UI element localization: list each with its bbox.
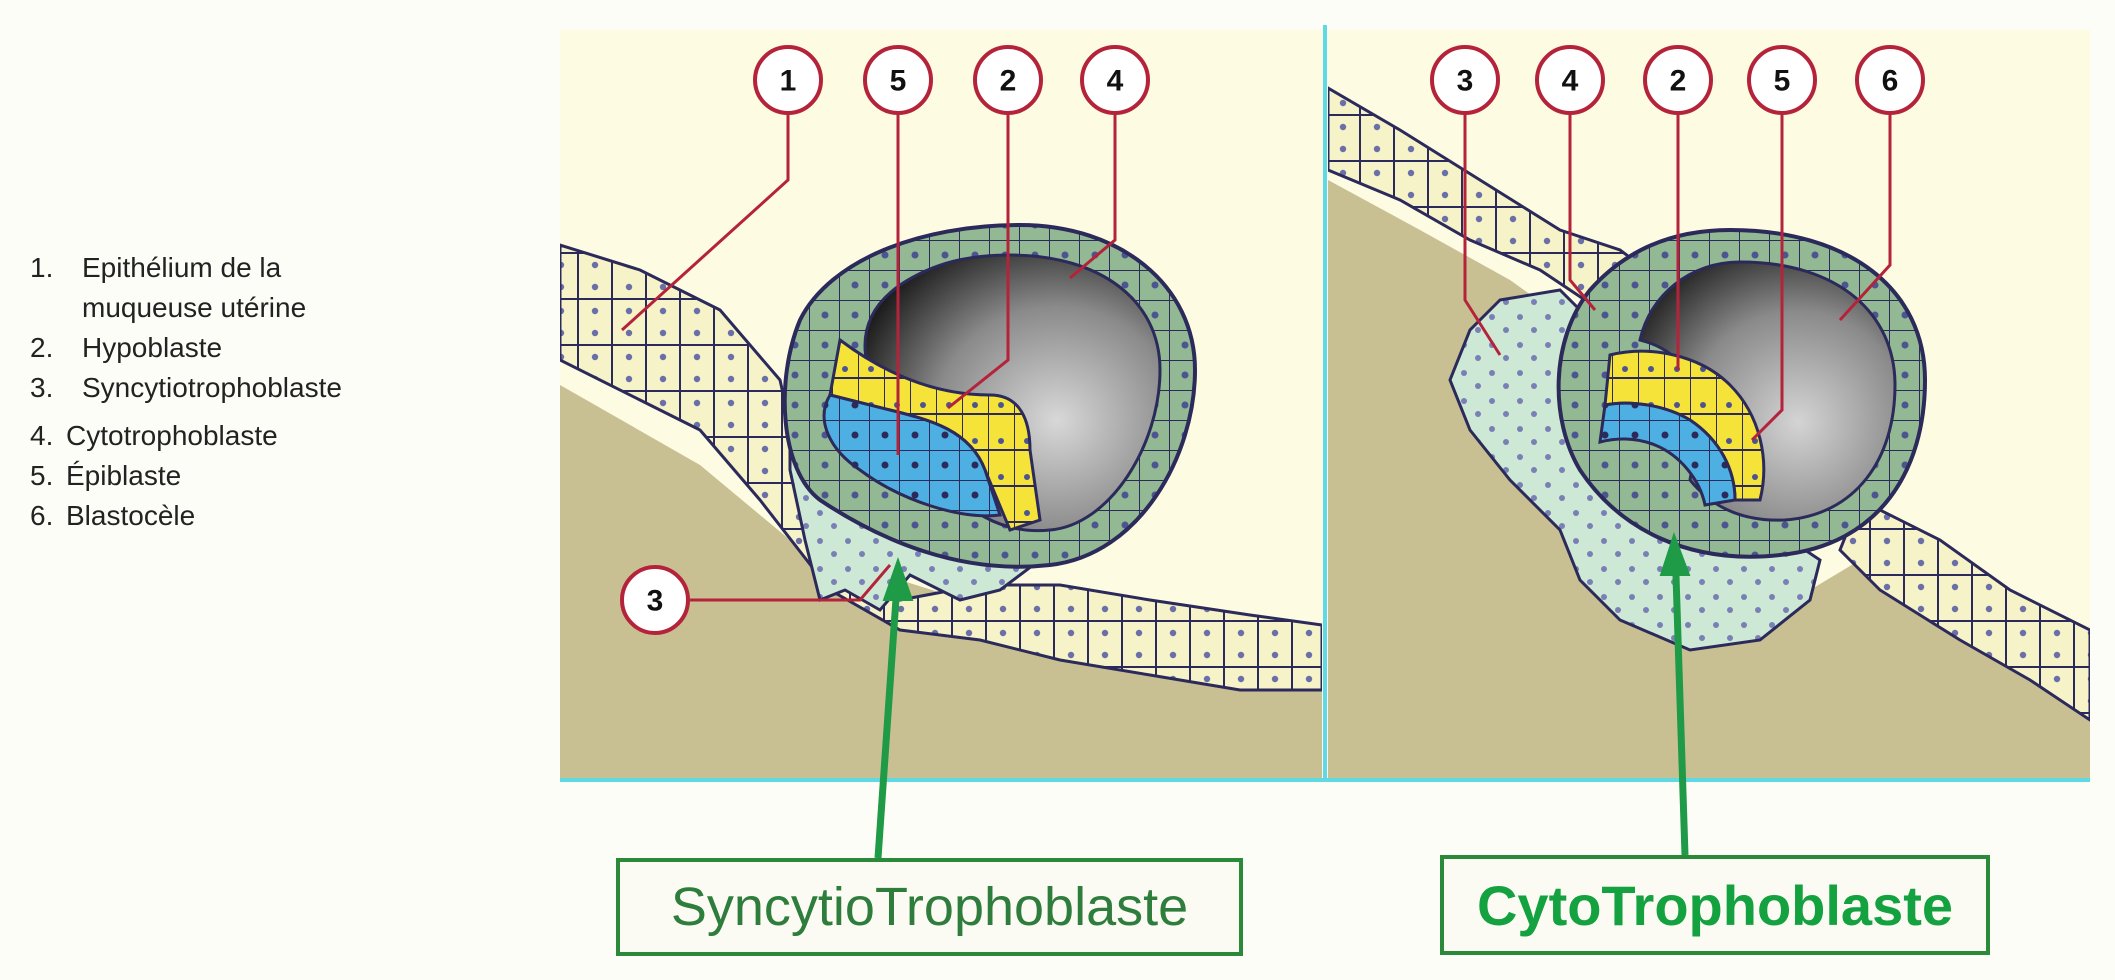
legend-item-4: 4. Cytotrophoblaste: [30, 416, 490, 456]
right-callout-number-3: 3: [1457, 65, 1474, 98]
right-callout-number-4: 4: [1562, 65, 1579, 98]
legend-number: 3.: [30, 372, 54, 403]
leader-line-5: [1750, 112, 1784, 442]
legend-item-1: 1. Epithélium de la muqueuse utérine: [30, 248, 490, 328]
legend-number: 6.: [30, 500, 54, 531]
left-callout-number-2: 2: [1000, 65, 1017, 98]
right-callout-circle-2: [1643, 45, 1713, 115]
left-callout-circle-3: [620, 565, 690, 635]
right-callout-number-2: 2: [1670, 65, 1687, 98]
leader-line-3: [690, 564, 892, 602]
legend-label: Epithélium de la: [82, 252, 282, 283]
left-panel: [560, 30, 1322, 778]
leader-line-6: [1838, 112, 1892, 322]
uterine-epithelium-right: [1838, 497, 2090, 722]
left-callout-circle-2: [973, 45, 1043, 115]
right-callout-circle-5: [1747, 45, 1817, 115]
right-callout-number-5: 5: [1774, 65, 1791, 98]
left-callout-circle-4: [1080, 45, 1150, 115]
epiblast-layer: [1598, 401, 1737, 507]
right-callout-circle-6: [1855, 45, 1925, 115]
right-callout-number-6: 6: [1882, 65, 1899, 98]
legend-label: Blastocèle: [66, 500, 196, 531]
legend-item-6: 6. Blastocèle: [30, 496, 490, 536]
left-callout-number-1: 1: [780, 65, 797, 98]
green-arrows: [874, 531, 1691, 859]
left-callout-number-4: 4: [1107, 65, 1124, 98]
arrow-syncytio-shaft: [874, 569, 902, 859]
left-leader-lines: [620, 112, 1117, 602]
leader-line-2: [947, 112, 1010, 410]
arrow-syncytio-head: [882, 556, 914, 601]
legend-number: 2.: [30, 332, 54, 363]
legend: 1. Epithélium de la muqueuse utérine 2. …: [30, 248, 490, 536]
epiblast-layer: [822, 393, 1003, 518]
legend-number: 4.: [30, 420, 54, 451]
leader-line-4: [1568, 112, 1597, 311]
left-callout-circle-5: [863, 45, 933, 115]
syncytiotrophoblast-label: SyncytioTrophoblaste: [670, 877, 1189, 937]
legend-item-2: 2. Hypoblaste: [30, 328, 490, 368]
legend-label: muqueuse utérine: [82, 292, 307, 323]
legend-item-5: 5. Épiblaste: [30, 456, 490, 496]
left-callouts: 1 5 2 4 3: [620, 45, 1150, 635]
cytotrophoblast-label: CytoTrophoblaste: [1476, 873, 1954, 937]
leader-line-4: [1069, 112, 1117, 280]
syncytiotrophoblast-label-box: SyncytioTrophoblaste: [616, 858, 1243, 956]
legend-item-3: 3. Syncytiotrophoblaste: [30, 368, 490, 408]
left-callout-circle-1: [753, 45, 823, 115]
cytotrophoblast-label-box: CytoTrophoblaste: [1440, 855, 1990, 955]
left-callout-number-5: 5: [890, 65, 907, 98]
legend-label: Épiblaste: [66, 460, 182, 491]
arrow-cyto-shaft: [1671, 544, 1689, 856]
leader-line-3: [1463, 112, 1502, 356]
left-callout-number-3: 3: [647, 585, 664, 618]
legend-number: 1.: [30, 252, 54, 283]
legend-label: Cytotrophoblaste: [66, 420, 278, 451]
legend-label: Syncytiotrophoblaste: [82, 372, 342, 403]
stroma: [560, 385, 1322, 778]
right-callouts: 3 4 2 5 6: [1430, 45, 1925, 115]
leader-line-1: [620, 112, 790, 332]
right-leader-lines: [1463, 112, 1892, 442]
legend-label: Hypoblaste: [82, 332, 223, 363]
right-callout-circle-3: [1430, 45, 1500, 115]
arrow-cyto-head: [1659, 531, 1691, 576]
right-panel: [1328, 30, 2090, 778]
legend-number: 5.: [30, 460, 54, 491]
right-callout-circle-4: [1535, 45, 1605, 115]
